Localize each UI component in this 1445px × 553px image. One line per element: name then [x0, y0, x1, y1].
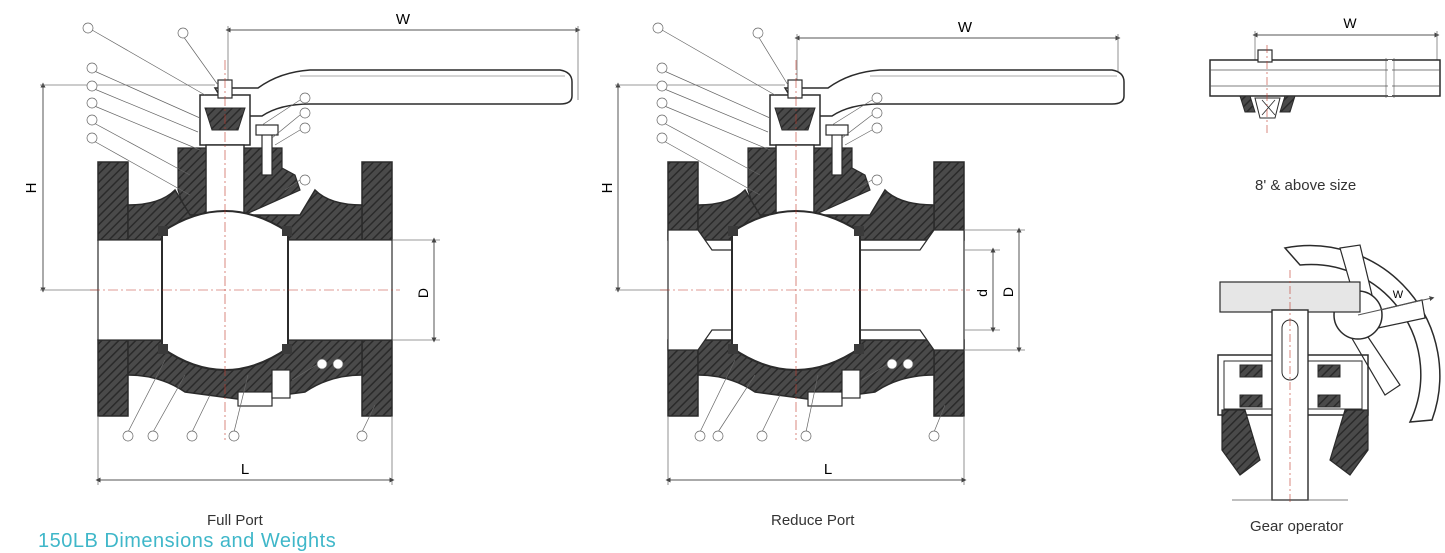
- w-label: W: [396, 11, 411, 28]
- right-flange-bottom: [933, 339, 965, 417]
- stem-nut: [787, 79, 803, 99]
- h-label: H: [23, 183, 40, 194]
- seat: [282, 344, 292, 354]
- bolt: [841, 369, 861, 399]
- right-flange-top: [933, 161, 965, 241]
- seat: [158, 344, 168, 354]
- bolt: [271, 369, 291, 399]
- w-label: W: [958, 19, 973, 36]
- handle-lever: [783, 69, 1125, 117]
- section-heading: 150LB Dimensions and Weights: [38, 530, 337, 552]
- d-label: D: [1000, 287, 1016, 297]
- l-label: L: [241, 461, 249, 478]
- w-label: W: [1343, 15, 1357, 31]
- w-label: W: [1393, 289, 1404, 301]
- seat: [158, 226, 168, 236]
- left-flange-bottom: [97, 339, 129, 417]
- w-dimension-line: [1357, 296, 1435, 316]
- seat: [854, 226, 864, 236]
- gear-operator-caption: Gear operator: [1250, 518, 1344, 535]
- mounting-bracket: [1329, 409, 1369, 476]
- part-callouts: [82, 22, 376, 442]
- small-d-label: d: [974, 289, 990, 297]
- seat: [282, 226, 292, 236]
- large-size-handle-view: W: [1209, 15, 1441, 135]
- gear-operator-view: W: [1217, 244, 1441, 505]
- large-size-caption: 8' & above size: [1255, 177, 1357, 194]
- bolt: [831, 129, 843, 176]
- left-flange-top: [667, 161, 699, 241]
- right-flange-bottom: [361, 339, 393, 417]
- part-callouts: [652, 22, 946, 442]
- reduce-port-caption: Reduce Port: [771, 512, 855, 529]
- extended-handle: [1209, 59, 1441, 97]
- left-flange-top: [97, 161, 129, 241]
- left-flange-bottom: [667, 339, 699, 417]
- mounting-bracket: [1221, 409, 1261, 476]
- handle-lever: [213, 69, 573, 117]
- seat: [728, 344, 738, 354]
- l-label: L: [824, 461, 832, 478]
- full-port-valve: W H: [23, 11, 581, 485]
- bolt: [261, 129, 273, 176]
- h-label: H: [599, 183, 616, 194]
- seat: [854, 344, 864, 354]
- full-port-caption: Full Port: [207, 512, 263, 529]
- right-flange-top: [361, 161, 393, 241]
- reduce-port-valve: W H d: [599, 19, 1125, 485]
- seat: [728, 226, 738, 236]
- stem: [775, 144, 815, 216]
- d-label: D: [415, 288, 431, 298]
- trunnion: [237, 391, 273, 407]
- trunnion: [807, 391, 843, 407]
